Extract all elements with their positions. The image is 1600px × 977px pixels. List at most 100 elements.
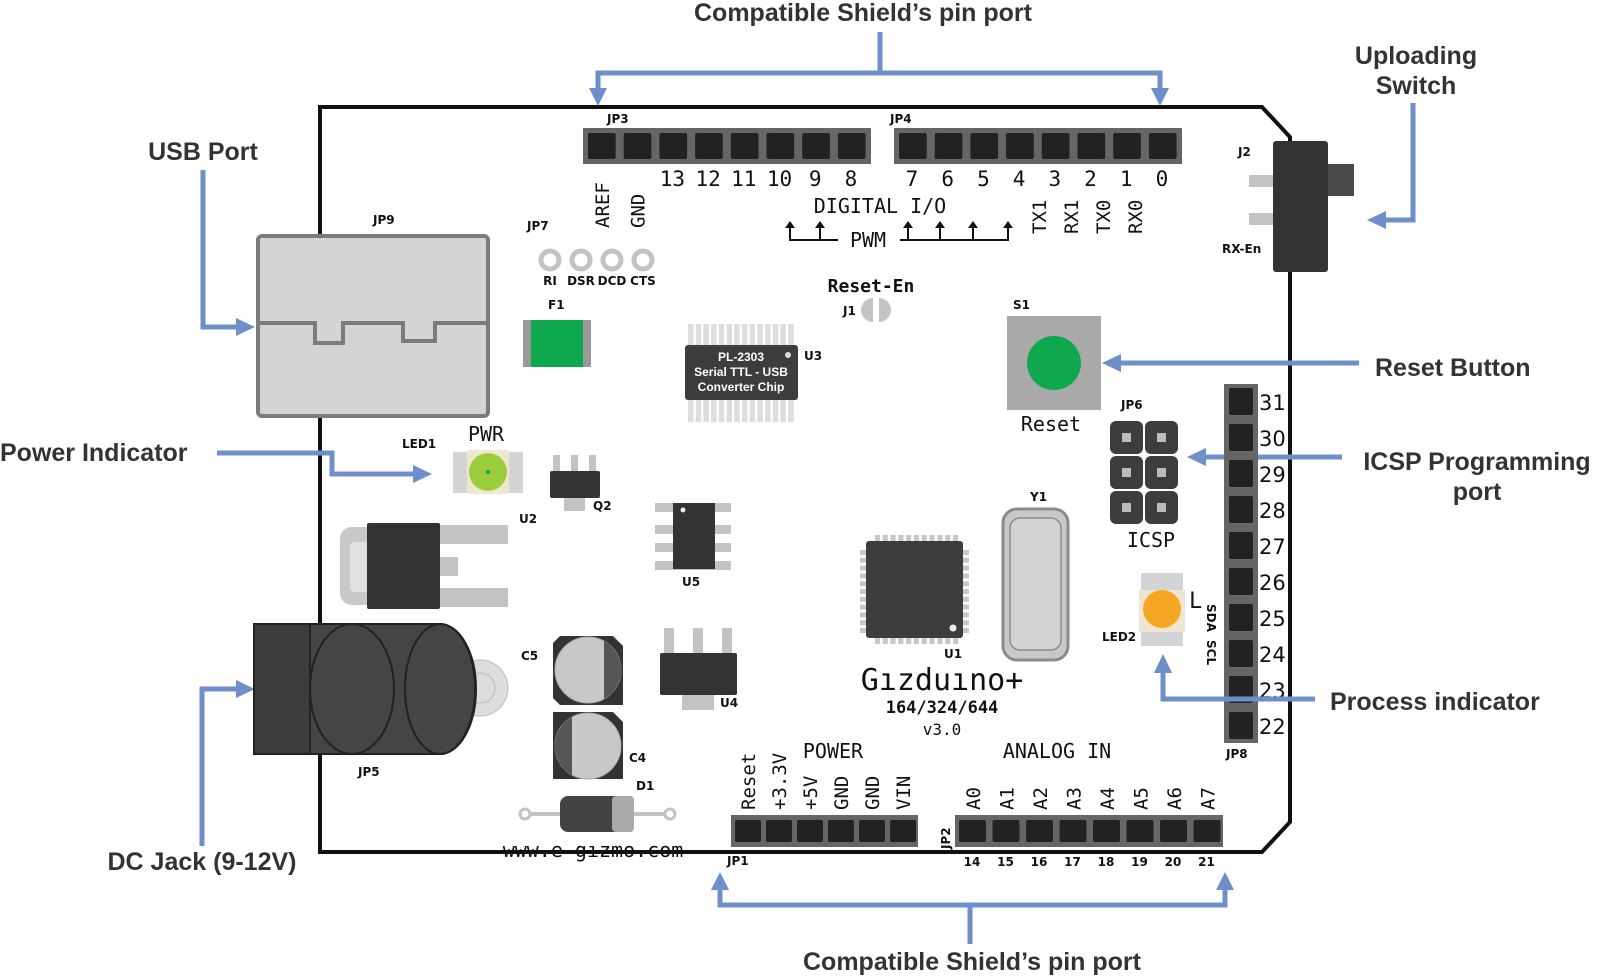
pwr-label: PWR	[468, 422, 505, 446]
led1-ref: LED1	[402, 437, 436, 451]
jp2-pin	[992, 820, 1020, 842]
arrow-process-indicator	[1160, 671, 1315, 702]
jp4-pin	[970, 133, 999, 159]
capacitor-c4	[553, 712, 623, 780]
jp8-pin-label: 30	[1259, 427, 1286, 451]
jp8-pin-label: 29	[1259, 463, 1286, 487]
power-label: POWER	[803, 739, 864, 763]
jp8-pin	[1229, 424, 1253, 451]
transistor-q2	[550, 455, 600, 511]
sda-label: SDA	[1204, 604, 1218, 633]
serial-label: RX1	[1061, 200, 1083, 234]
jp8-pin	[1229, 460, 1253, 487]
switch-slider[interactable]	[1328, 164, 1354, 196]
arrowhead-icon	[1187, 448, 1206, 466]
jp2-pin-number: 19	[1131, 855, 1148, 869]
jp3-pin-label: 12	[695, 167, 720, 191]
u3-line2: Serial TTL - USB	[694, 365, 788, 379]
j1-jumper-pad[interactable]	[879, 298, 891, 322]
callout-power-indicator: Power Indicator	[0, 439, 188, 467]
jp2-pin	[1093, 820, 1120, 842]
jp1-ref: JP1	[726, 854, 749, 868]
s1-ref: S1	[1013, 298, 1030, 312]
led2-ref: LED2	[1102, 630, 1136, 644]
jp3-header	[583, 128, 871, 164]
chip-u3	[685, 345, 798, 400]
pin1-dot	[949, 624, 957, 632]
jp5-ref: JP5	[357, 765, 380, 779]
jp1-pin	[890, 820, 916, 842]
dc-jack	[253, 623, 509, 755]
callout-usb-port: USB Port	[148, 138, 258, 166]
jp4-pin-label: 5	[977, 167, 990, 191]
jp3-pin-label: 8	[845, 167, 858, 191]
arrow-top-shield	[595, 32, 1163, 90]
jp7-pin-label: DCD	[598, 274, 627, 288]
u1-pins	[860, 535, 969, 644]
arrow-uploading-switch	[1385, 103, 1416, 223]
jp3-pin	[766, 133, 795, 159]
jp2-ref: JP2	[939, 827, 953, 850]
arrowhead-icon	[711, 872, 729, 890]
arrowhead-icon	[1151, 88, 1169, 106]
jp2-pin-number: 15	[997, 855, 1014, 869]
jp3-pin-label: 11	[731, 167, 756, 191]
jp8-pin	[1229, 532, 1253, 559]
board-name: Gızduıno+	[861, 663, 1024, 698]
jp7-pin-label: CTS	[630, 274, 656, 288]
arrowhead-icon	[236, 680, 255, 698]
jp1-pin-label: VIN	[893, 776, 915, 810]
jp2-pin-label: A0	[963, 787, 985, 810]
jp2-pin	[1026, 820, 1053, 842]
arrowhead-icon	[1154, 654, 1172, 673]
jp7-pad	[538, 248, 562, 272]
jp4-pin	[1148, 133, 1177, 159]
uploading-switch[interactable]	[1273, 141, 1328, 272]
process-led	[1143, 590, 1181, 628]
jp7-pad	[600, 248, 624, 272]
jp1-pin	[859, 820, 885, 842]
u5-ref: U5	[682, 575, 700, 589]
reset-label: Reset	[1021, 412, 1081, 436]
jp1-pin-label: GND	[831, 776, 853, 810]
d1-ref: D1	[636, 779, 654, 793]
serial-label: TX1	[1029, 200, 1051, 234]
u4-ref: U4	[720, 696, 738, 710]
arrowhead-icon	[1216, 872, 1234, 890]
jp4-pin-label: 3	[1048, 167, 1061, 191]
jp2-pin-label: A7	[1198, 787, 1220, 810]
j1-jumper-pad[interactable]	[861, 298, 873, 322]
jp2-pin-number: 16	[1031, 855, 1048, 869]
jp8-pin	[1229, 676, 1253, 703]
u2-ref: U2	[519, 512, 537, 526]
regulator-u4	[660, 628, 737, 710]
jp8-pin	[1229, 388, 1253, 415]
f1-ref: F1	[548, 298, 565, 312]
jp2-pin-number: 20	[1165, 855, 1182, 869]
arrowhead-icon	[1102, 354, 1121, 372]
jp2-pin	[1193, 820, 1221, 842]
reset-button[interactable]	[1027, 336, 1081, 390]
jp3-ref: JP3	[606, 112, 629, 126]
u3-ref: U3	[804, 349, 822, 363]
jp8-pin-label: 25	[1259, 607, 1286, 631]
jp4-pin-label: 6	[941, 167, 954, 191]
jp3-pin	[695, 133, 723, 159]
callout-icsp-2: port	[1453, 478, 1502, 506]
jp2-pin	[1059, 820, 1087, 842]
jp2-pin	[1160, 820, 1187, 842]
reset-en-label: Reset-En	[828, 276, 915, 297]
jp3-pin	[730, 133, 759, 159]
jp2-pin	[959, 820, 986, 842]
jp2-pin-label: A2	[1030, 787, 1052, 810]
jp2-pin	[1126, 820, 1154, 842]
c4-ref: C4	[629, 751, 646, 765]
jp4-header	[894, 128, 1182, 164]
jp3-pin-label: GND	[628, 194, 650, 228]
jp4-pin	[1006, 133, 1034, 159]
arrowhead-icon	[1367, 211, 1386, 229]
jp1-pin	[735, 820, 761, 842]
jp9-ref: JP9	[372, 213, 395, 227]
pwm-arrow-icons	[785, 221, 1013, 228]
